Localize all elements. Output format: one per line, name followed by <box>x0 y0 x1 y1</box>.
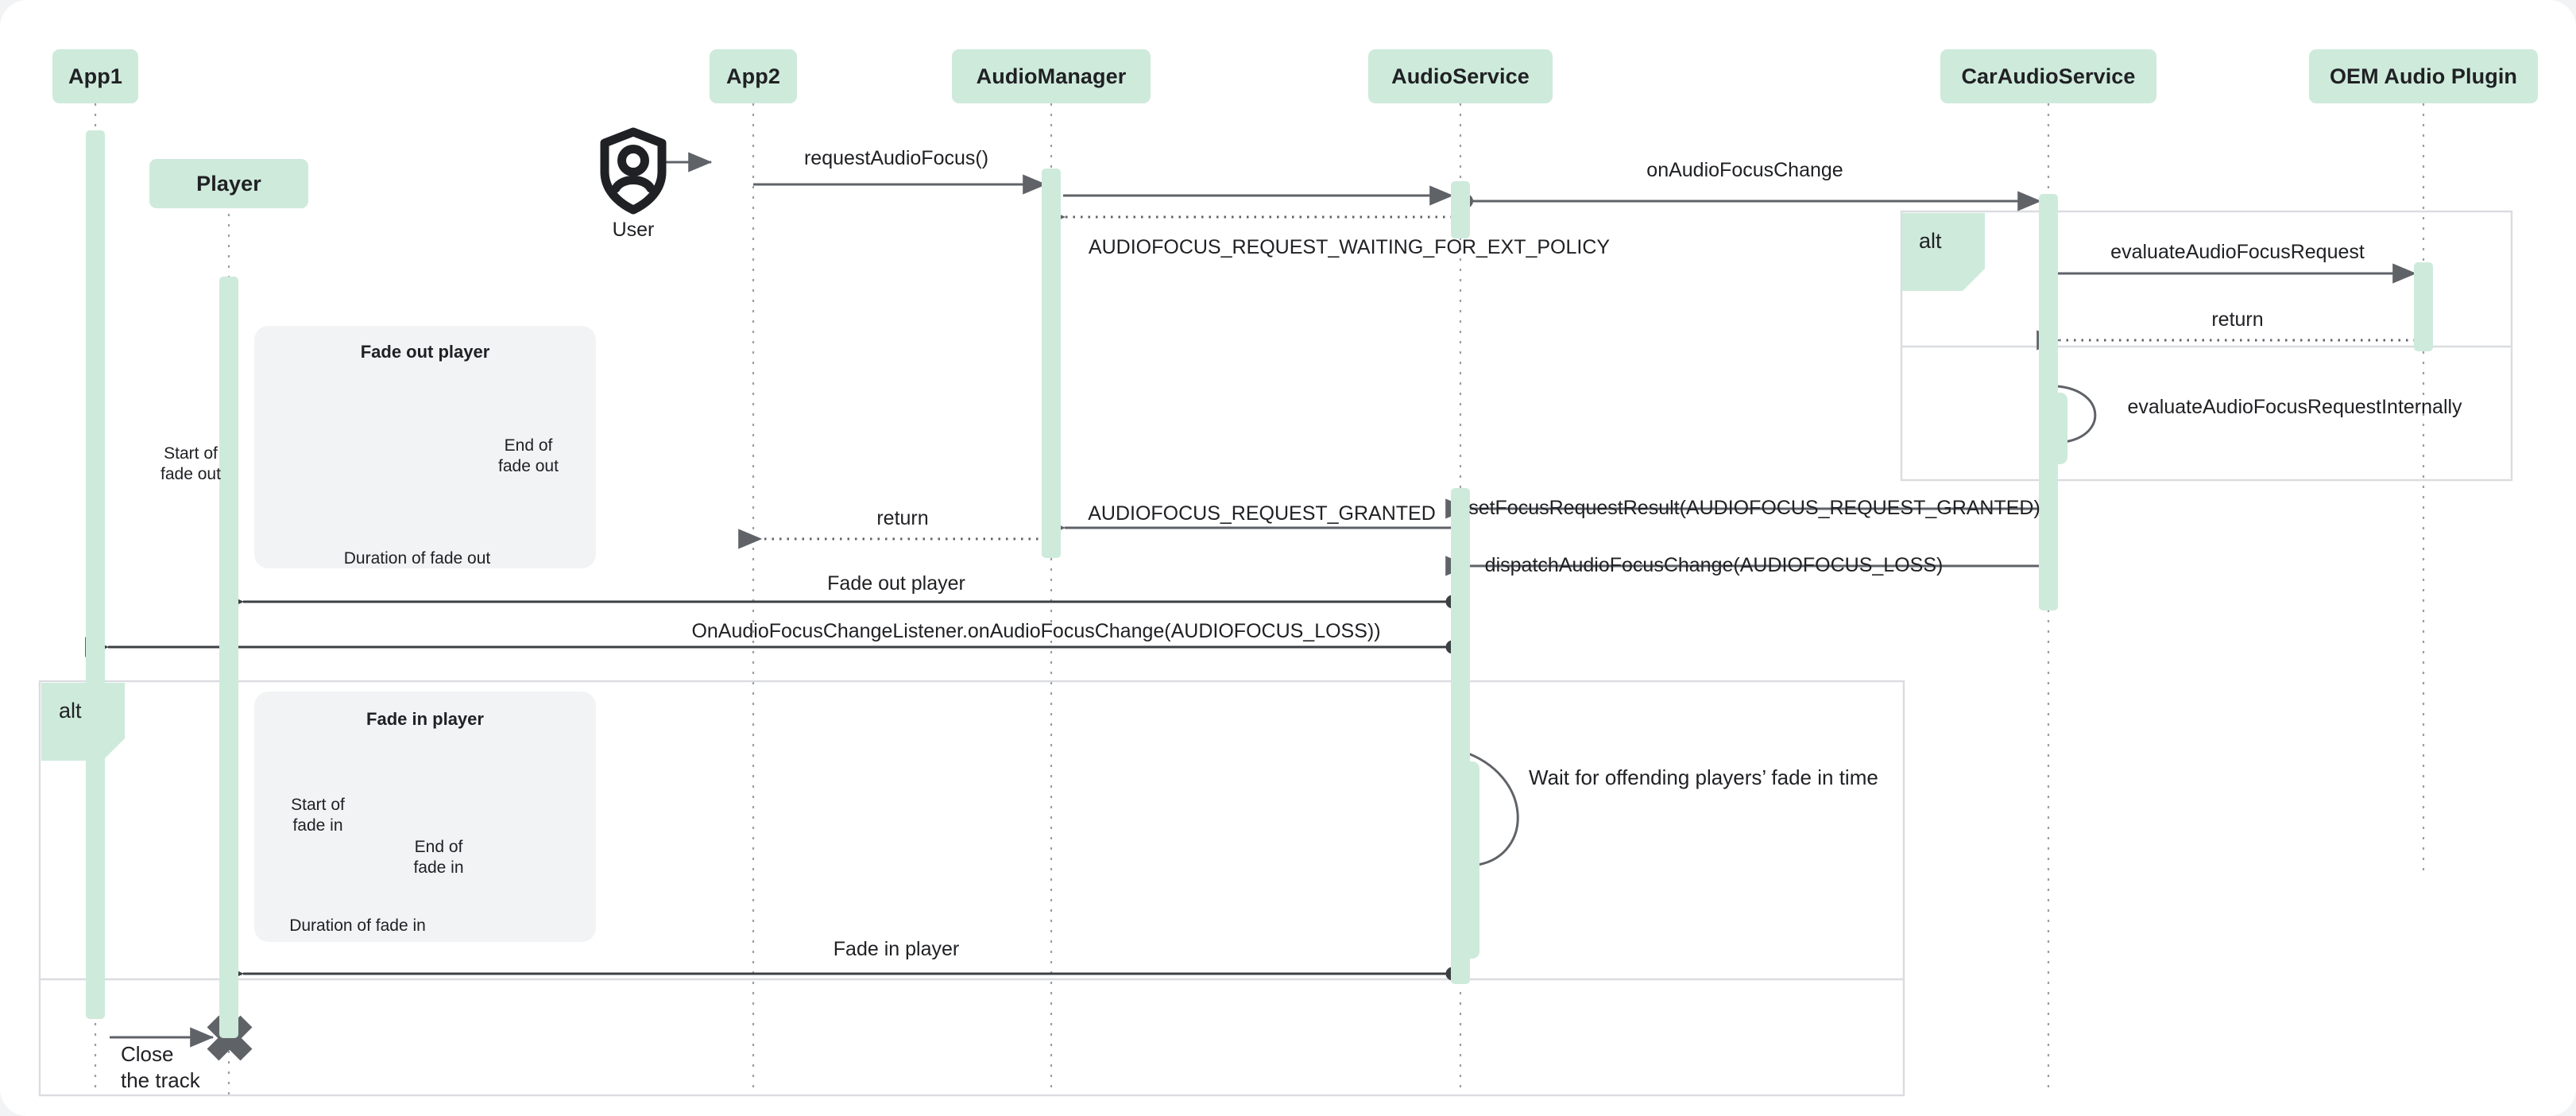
fade-out-note-box <box>254 326 596 568</box>
actor-label-user: User <box>612 219 655 241</box>
fade-out-label-duration: Duration of fade out <box>343 549 491 568</box>
participant-label: OEM Audio Plugin <box>2329 64 2518 88</box>
activation-audioservice-1 <box>1451 181 1470 238</box>
fragment-label-alt-right: alt <box>1919 228 1942 253</box>
user-shield-icon <box>600 127 667 215</box>
activation-audiomanager <box>1042 169 1061 558</box>
fade-out-label-start: Start of fade out <box>161 444 221 483</box>
message-label-evaluateInternally: evaluateAudioFocusRequestInternally <box>2127 396 2462 418</box>
message-label-fade-in-player: Fade in player <box>833 938 960 960</box>
fade-out-label-end: End of fade out <box>498 436 559 475</box>
activation-oemplugin <box>2414 262 2433 351</box>
participant-audiomanager[interactable]: AudioManager <box>952 49 1151 103</box>
fragment-label-alt-left: alt <box>59 698 82 723</box>
message-label-waiting-ext-policy: AUDIOFOCUS_REQUEST_WAITING_FOR_EXT_POLIC… <box>1088 236 1611 258</box>
fade-out-note-title: Fade out player <box>360 342 490 362</box>
participant-label: App2 <box>726 64 780 88</box>
participant-label: CarAudioService <box>1961 64 2136 88</box>
fade-in-note-box <box>254 692 596 942</box>
message-label-onAudioFocusChange: onAudioFocusChange <box>1646 159 1843 181</box>
activation-caraudioservice-self <box>2050 393 2067 464</box>
participant-label: App1 <box>68 64 122 88</box>
message-label-fade-out-player: Fade out player <box>827 572 965 595</box>
fade-in-label-end: End of fade in <box>413 838 464 877</box>
activation-audioservice-self <box>1462 761 1479 959</box>
destruction-cross-icon <box>207 1015 253 1061</box>
message-label-close-track: Close the track <box>121 1042 200 1092</box>
participant-oemplugin[interactable]: OEM Audio Plugin <box>2309 49 2538 103</box>
message-label-return-oem: return <box>2211 308 2264 331</box>
fade-in-note-title: Fade in player <box>366 709 484 729</box>
fragment-frames <box>38 210 2513 1097</box>
participant-label: Player <box>196 171 261 196</box>
participant-label: AudioManager <box>976 64 1127 88</box>
message-label-evaluateAudioFocusRequest: evaluateAudioFocusRequest <box>2110 241 2365 263</box>
message-label-wait-fade-in: Wait for offending players’ fade in time <box>1529 765 1878 789</box>
participant-audioservice[interactable]: AudioService <box>1368 49 1553 103</box>
message-label-setFocusRequestResult: setFocusRequestResult(AUDIOFOCUS_REQUEST… <box>1468 497 2040 519</box>
participant-caraudioservice[interactable]: CarAudioService <box>1940 49 2156 103</box>
message-label-requestAudioFocus: requestAudioFocus() <box>803 147 989 169</box>
message-label-dispatchAudioFocusChange: dispatchAudioFocusChange(AUDIOFOCUS_LOSS… <box>1484 554 1944 576</box>
participant-label: AudioService <box>1391 64 1530 88</box>
activation-player <box>219 277 238 1038</box>
message-label-request-granted: AUDIOFOCUS_REQUEST_GRANTED <box>1088 502 1436 525</box>
participant-player[interactable]: Player <box>149 159 308 208</box>
participant-app2[interactable]: App2 <box>710 49 797 103</box>
activation-app1 <box>86 130 105 1019</box>
message-label-return-am: return <box>876 507 929 529</box>
participant-app1[interactable]: App1 <box>52 49 138 103</box>
message-label-onAudioFocusChangeListener: OnAudioFocusChangeListener.onAudioFocusC… <box>691 620 1381 642</box>
fade-in-label-start: Start of fade in <box>291 796 345 835</box>
fade-in-label-duration: Duration of fade in <box>289 916 426 935</box>
